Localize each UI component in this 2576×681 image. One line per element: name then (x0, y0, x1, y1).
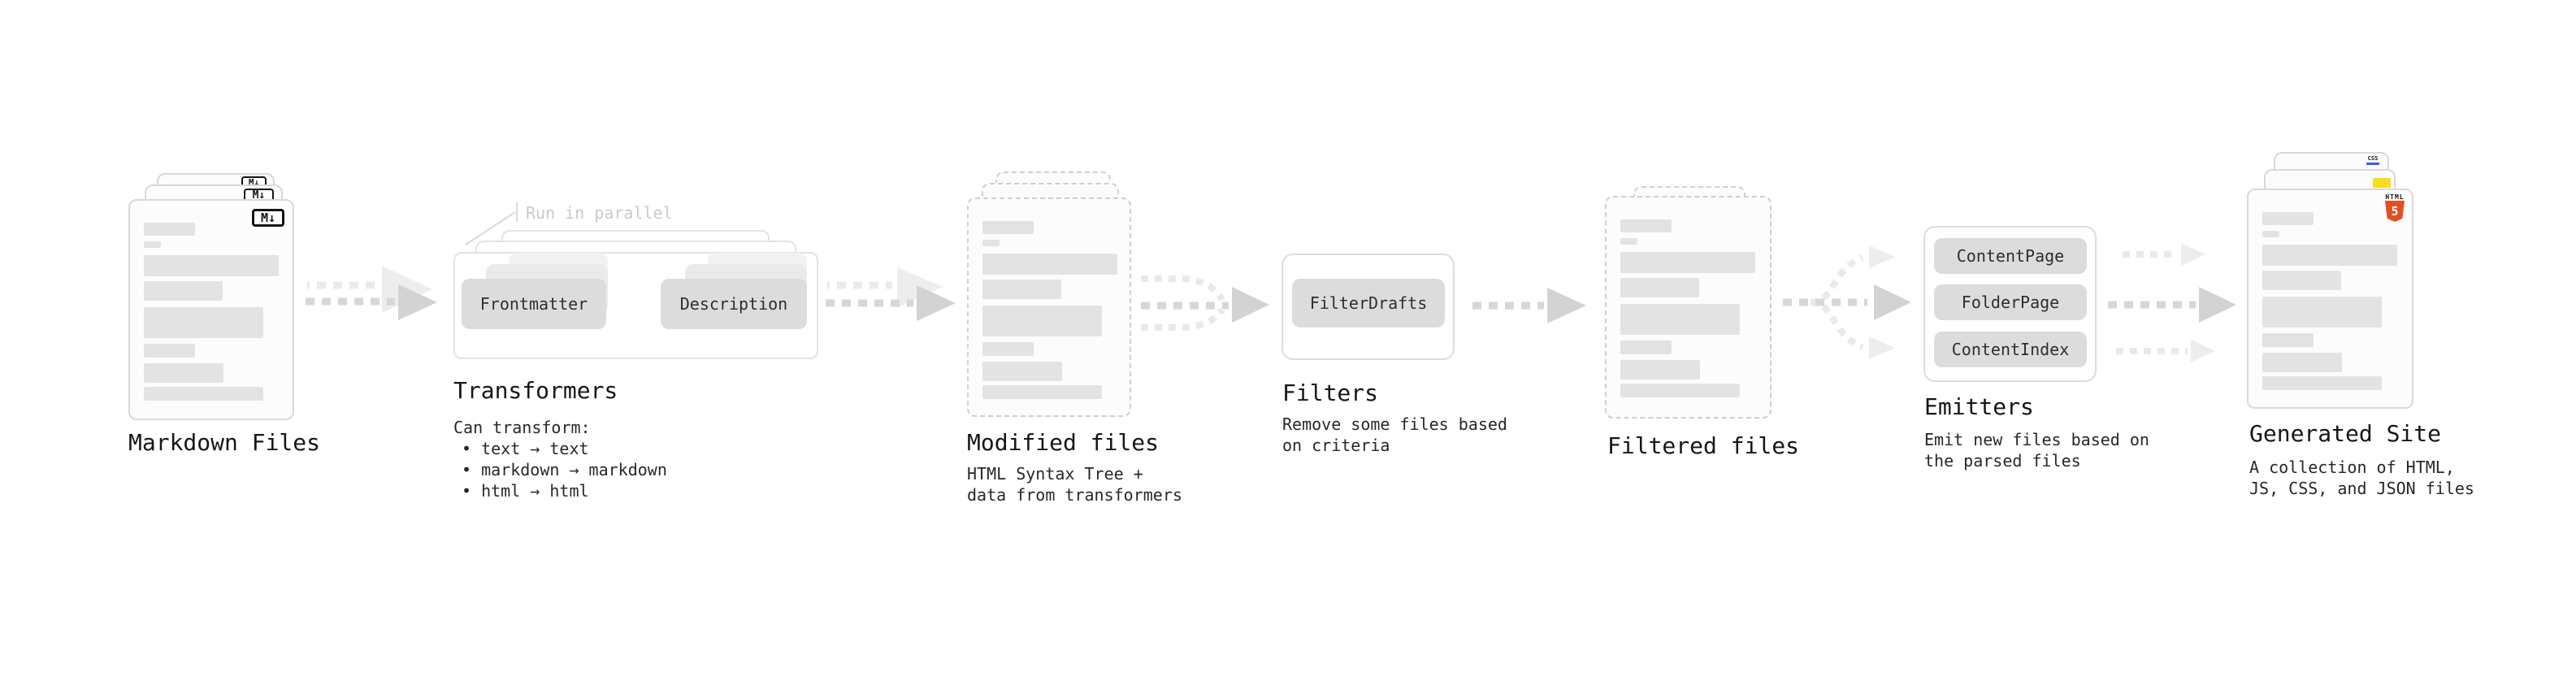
skeleton-bar (982, 280, 1061, 299)
skeleton-bar (2262, 245, 2397, 266)
skeleton-bar (144, 255, 279, 276)
skeleton-bar (1620, 384, 1740, 397)
markdown-files-label: Markdown Files (128, 429, 321, 456)
skeleton-bar (2262, 297, 2382, 327)
file-card (1605, 196, 1772, 419)
filters-label: Filters (1282, 380, 1379, 406)
skeleton-bar (144, 344, 195, 358)
annotation-leader-line (465, 202, 518, 245)
skeleton-bar (1620, 219, 1672, 232)
skeleton-bar (982, 240, 1000, 246)
html5-icon: HTML 5 (2384, 193, 2405, 222)
run-in-parallel-annotation: Run in parallel (526, 203, 673, 223)
emitters-sublabel: Emit new files based on the parsed files (1924, 430, 2149, 471)
skeleton-bar (982, 306, 1102, 336)
filters-sublabel: Remove some files based on criteria (1282, 414, 1507, 455)
arrow-markdown-to-transformers (306, 266, 437, 320)
note-title: Can transform: (453, 418, 591, 437)
skeleton-bar (144, 363, 223, 383)
description-pill: Description (661, 279, 807, 329)
skeleton-bar (144, 307, 263, 338)
arrow-filtered-to-emitters (1783, 245, 1911, 359)
css-icon: CSS (2365, 156, 2381, 165)
emitters-label: Emitters (1924, 393, 2034, 420)
note-bullet: • markdown → markdown (462, 460, 667, 479)
skeleton-bar (144, 281, 223, 301)
modified-files-sublabel: HTML Syntax Tree + data from transformer… (967, 464, 1182, 505)
transformers-note: Can transform: • text → text • markdown … (453, 417, 667, 501)
skeleton-bar (144, 387, 263, 401)
arrow-modified-to-filters (1141, 275, 1269, 331)
note-bullet: • html → html (462, 481, 589, 501)
file-card (967, 197, 1131, 417)
skeleton-bar (2262, 333, 2314, 347)
markdown-icon: M↓ (244, 189, 274, 202)
skeleton-bar (982, 221, 1034, 234)
modified-files-label: Modified files (967, 429, 1160, 456)
arrow-transformers-to-modified (826, 267, 956, 321)
js-icon (2373, 178, 2391, 188)
skeleton-bar (1620, 278, 1699, 297)
skeleton-bar (1620, 238, 1637, 245)
transformers-label: Transformers (453, 377, 618, 404)
file-card: HTML 5 (2247, 189, 2413, 409)
arrows-emitters-to-generated (2108, 243, 2236, 362)
arrow-filters-to-filtered (1472, 288, 1586, 323)
css-bar (2366, 163, 2379, 165)
skeleton-bar (2262, 376, 2382, 390)
skeleton-bar (2262, 212, 2314, 225)
filterdrafts-pill: FilterDrafts (1292, 279, 1445, 327)
skeleton-bar (1620, 304, 1740, 335)
file-card: M↓ (128, 199, 294, 420)
markdown-icon: M↓ (252, 209, 284, 227)
skeleton-bar (1620, 252, 1755, 273)
skeleton-bar (1620, 360, 1700, 380)
note-bullet: • text → text (462, 439, 589, 458)
skeleton-bar (2262, 271, 2341, 290)
html5-shield: 5 (2385, 201, 2405, 222)
skeleton-bar (982, 362, 1062, 381)
skeleton-bar (144, 223, 195, 236)
skeleton-bar (982, 342, 1034, 356)
skeleton-bar (982, 254, 1117, 275)
skeleton-bar (144, 241, 161, 248)
generated-site-label: Generated Site (2249, 420, 2442, 447)
skeleton-bar (2262, 231, 2279, 237)
skeleton-bar (2262, 353, 2342, 372)
contentpage-pill: ContentPage (1934, 238, 2087, 274)
contentindex-pill: ContentIndex (1934, 332, 2087, 367)
folderpage-pill: FolderPage (1934, 284, 2087, 320)
skeleton-bar (1620, 340, 1672, 354)
frontmatter-pill: Frontmatter (462, 279, 606, 329)
generated-site-sublabel: A collection of HTML, JS, CSS, and JSON … (2249, 458, 2474, 498)
filtered-files-label: Filtered files (1607, 432, 1800, 459)
skeleton-bar (982, 385, 1102, 399)
